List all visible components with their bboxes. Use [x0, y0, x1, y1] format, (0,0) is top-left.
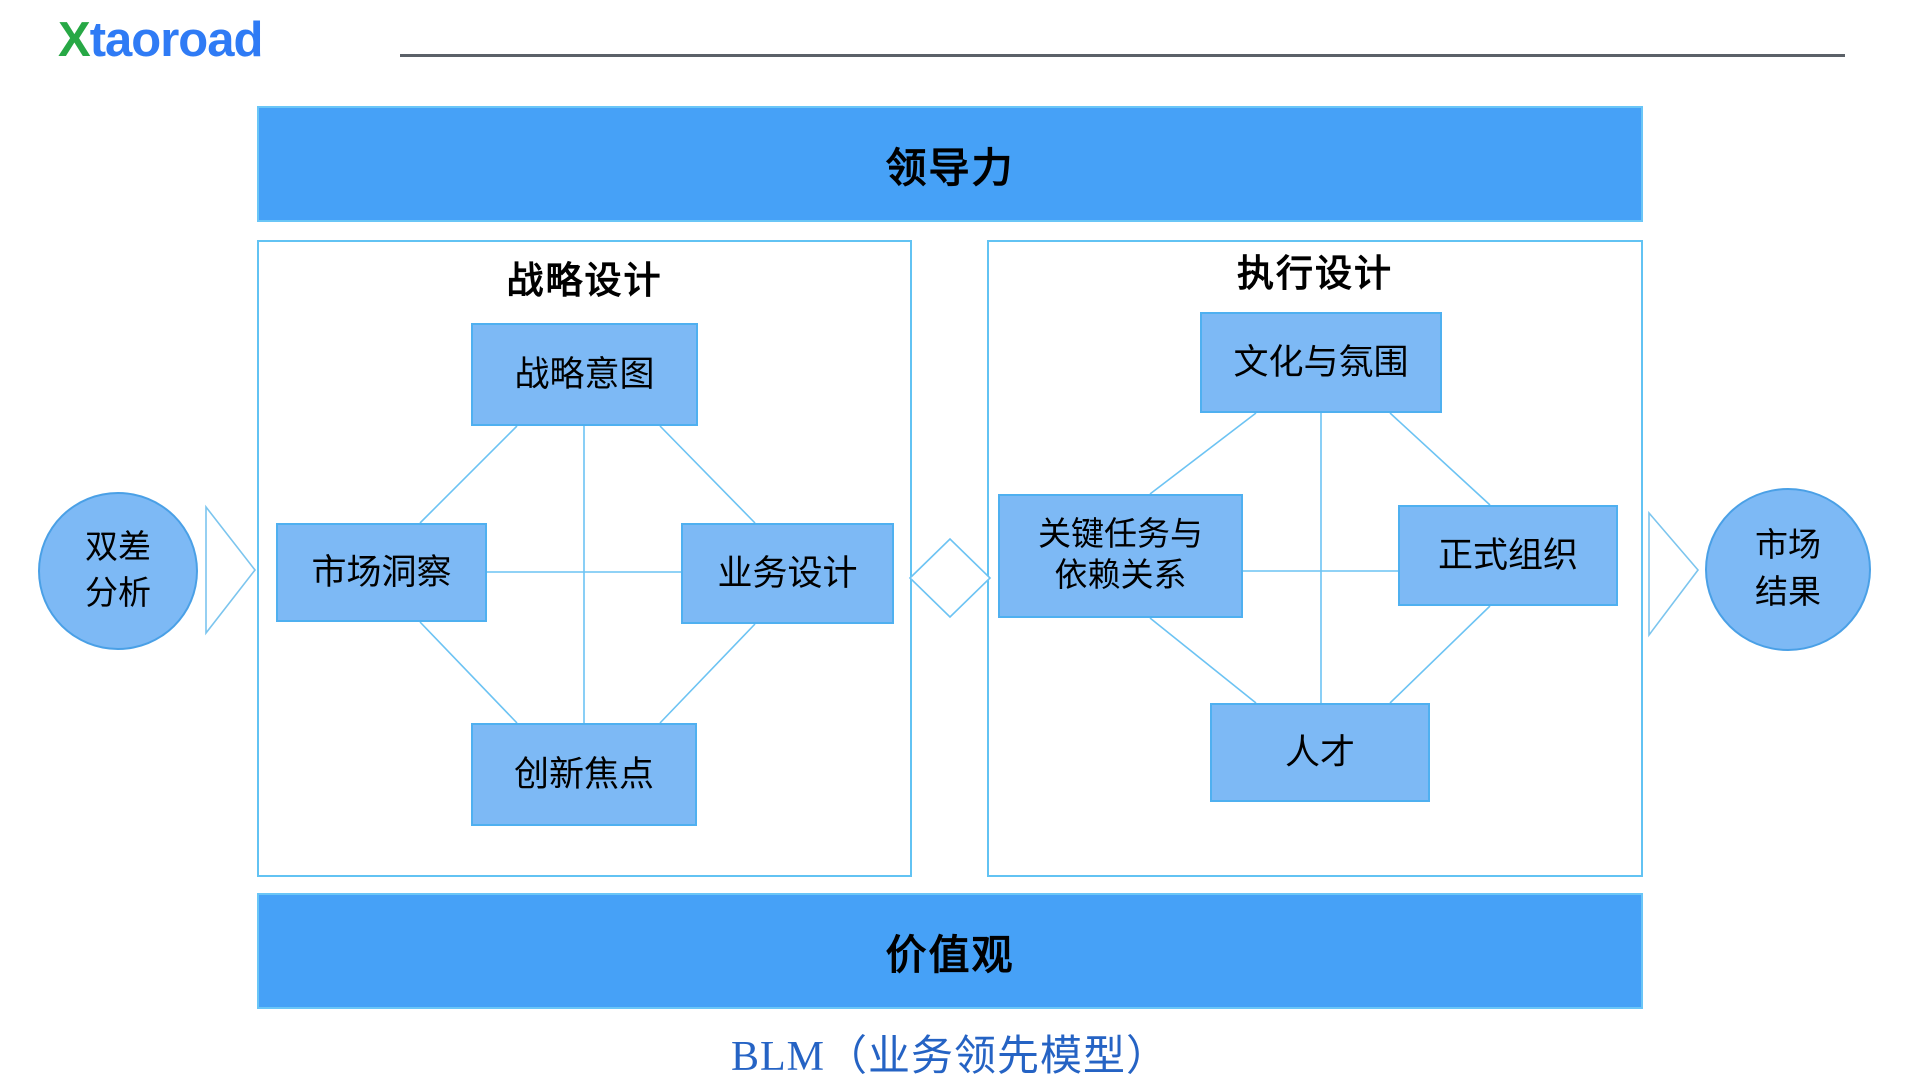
connector-line [419, 425, 518, 524]
logo-x-letter: X [58, 13, 91, 67]
values-banner-label: 价值观 [885, 932, 1015, 978]
blm-caption: BLM（业务领先模型） [730, 1034, 1169, 1080]
connector-line [659, 425, 756, 524]
connector-line [419, 621, 518, 724]
center-diamond-connector [908, 537, 992, 619]
input-arrow-triangle-icon [205, 504, 257, 636]
node-culture-atmosphere: 文化与氛围 [1200, 312, 1442, 413]
connector-line [1149, 412, 1257, 495]
execution-design-panel [987, 240, 1643, 877]
gap-analysis-circle: 双差 分析 [38, 492, 198, 650]
strategy-design-title: 战略设计 [506, 261, 663, 302]
strategy-design-panel [257, 240, 912, 877]
node-key-tasks-dependencies: 关键任务与 依赖关系 [998, 494, 1243, 618]
logo: Xtaoroad [58, 12, 264, 68]
node-talent: 人才 [1210, 703, 1430, 802]
node-label: 市场洞察 [311, 552, 452, 592]
output-arrow-triangle-icon [1648, 510, 1700, 638]
circle-label-line2: 分析 [85, 576, 151, 612]
execution-design-title: 执行设计 [1237, 254, 1393, 295]
node-label-line2: 依赖关系 [1054, 558, 1187, 594]
node-label: 文化与氛围 [1233, 342, 1409, 382]
node-strategic-intent: 战略意图 [471, 323, 698, 426]
circle-label-line1: 双差 [85, 529, 151, 566]
node-label: 正式组织 [1437, 535, 1578, 575]
leadership-banner-label: 领导力 [885, 145, 1015, 191]
node-business-design: 业务设计 [681, 523, 894, 624]
connector-line [1389, 605, 1491, 704]
node-label: 业务设计 [717, 553, 858, 593]
logo-text: taoroad [89, 13, 264, 67]
node-label: 创新焦点 [513, 754, 654, 794]
connector-line [1149, 617, 1257, 704]
header-rule-divider [400, 54, 1845, 57]
circle-label-line2: 结果 [1755, 574, 1821, 611]
leadership-banner: 领导力 [257, 106, 1643, 222]
circle-label-line1: 市场 [1755, 528, 1821, 565]
connector-line [659, 623, 756, 724]
node-market-insight: 市场洞察 [276, 523, 487, 622]
values-banner: 价值观 [257, 893, 1643, 1009]
connector-line [1389, 412, 1491, 506]
node-formal-organization: 正式组织 [1398, 505, 1618, 606]
node-label-line1: 关键任务与 [1038, 516, 1203, 553]
market-results-circle: 市场 结果 [1705, 488, 1871, 651]
node-label: 人才 [1284, 732, 1355, 772]
node-innovation-focus: 创新焦点 [471, 723, 697, 826]
node-label: 战略意图 [514, 354, 655, 394]
